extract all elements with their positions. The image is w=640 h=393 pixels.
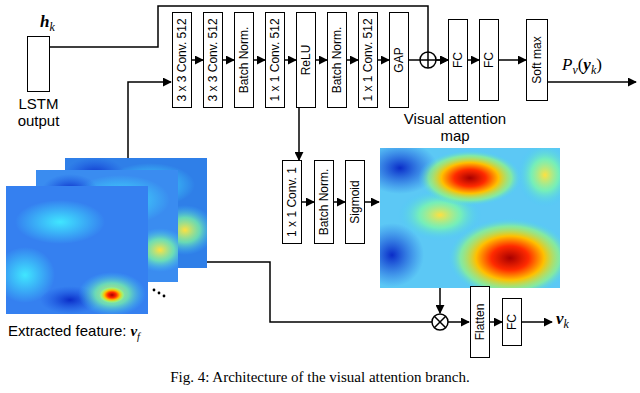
node-text: Soft max (531, 36, 543, 83)
sigmoid-wire (365, 201, 379, 203)
node-text: LSTM output (4, 95, 74, 130)
product-wire (448, 321, 469, 323)
norm-layer: Batch Norm. (314, 160, 334, 244)
label-text: k (591, 63, 596, 77)
fc-layer: FC (479, 19, 499, 101)
node-text: 1 x 1 Conv. 512 (362, 18, 374, 101)
input-wire (128, 82, 171, 158)
feature-caption: Extracted feature:vf (8, 322, 140, 343)
conv-layer: 1 x 1 Conv. 1 (282, 160, 302, 244)
label-text: ) (596, 55, 602, 74)
conv-layer: 3 x 3 Conv. 512 (203, 12, 223, 108)
node-text: Batch Norm. (331, 27, 343, 94)
output-wire (522, 321, 552, 323)
node-text: FC (452, 52, 464, 68)
feature-map (6, 186, 148, 314)
node-text: FC (483, 52, 495, 68)
label-text: k (49, 20, 54, 34)
node-text: Sigmoid (349, 180, 361, 223)
label-text: Extracted feature: (8, 322, 126, 339)
node-text: Batch Norm. (238, 27, 250, 94)
connector-arrow (223, 59, 234, 61)
connector-arrow (499, 59, 526, 61)
node-text: Batch Norm. (318, 169, 330, 236)
feature-wire (207, 262, 432, 322)
fc-layer: FC (502, 298, 522, 346)
label-text: ( (578, 55, 584, 74)
label-text: Visual attention map (404, 110, 506, 144)
activation-layer: ReLU (296, 12, 316, 108)
label-text: h (40, 12, 49, 31)
vector-symbol: hk (40, 12, 55, 35)
output-symbol: Pv(yk) (562, 55, 602, 78)
label-text: v (572, 63, 577, 77)
node-text: GAP (393, 47, 405, 72)
connector-arrow (378, 59, 389, 61)
conv-layer: 1 x 1 Conv. 512 (358, 12, 378, 108)
node-text: 1 x 1 Conv. 1 (286, 167, 298, 237)
connector-arrow (316, 59, 327, 61)
label-text: f (137, 331, 140, 342)
node-text: Flatten (474, 304, 486, 341)
activation-layer: Sigmoid (345, 160, 365, 244)
connector-arrow (468, 59, 479, 61)
node-text: 3 x 3 Conv. 512 (207, 18, 219, 101)
ellipsis-dots (153, 289, 166, 298)
connector-arrow (192, 59, 203, 61)
connector-arrow (302, 201, 314, 203)
label-text: P (562, 55, 572, 74)
label-text: y (583, 55, 591, 74)
map-title: Visual attention map (403, 110, 507, 145)
output-wire (548, 81, 636, 83)
norm-layer: Batch Norm. (234, 12, 254, 108)
flatten-layer: Flatten (470, 286, 490, 358)
pooling-layer: GAP (389, 12, 409, 108)
node-text: 1 x 1 Conv. 512 (269, 18, 281, 101)
node-text: 3 x 3 Conv. 512 (176, 18, 188, 101)
softmax-layer: Soft max (526, 19, 548, 101)
connector-arrow (298, 108, 300, 160)
product-symbol (432, 314, 448, 330)
connector-arrow (285, 59, 296, 61)
conv-layer: 1 x 1 Conv. 512 (265, 12, 285, 108)
node-text: FC (506, 314, 518, 330)
connector-arrow (254, 59, 265, 61)
figure-caption: Fig. 4: Architecture of the visual atten… (0, 368, 640, 386)
map-wire (439, 288, 441, 313)
label-text: k (564, 317, 569, 331)
conv-layer: 3 x 3 Conv. 512 (172, 12, 192, 108)
connector-arrow (347, 59, 358, 61)
vector-symbol: vk (556, 309, 569, 332)
label-text: v (130, 323, 137, 339)
sum-symbol (420, 52, 436, 68)
connector-arrow (334, 201, 345, 203)
lstm-box: LSTM output (27, 36, 50, 92)
fc-layer: FC (448, 19, 468, 101)
label-text: v (556, 309, 564, 328)
node-text: ReLU (300, 45, 312, 76)
connector-arrow (490, 321, 502, 323)
norm-layer: Batch Norm. (327, 12, 347, 108)
attention-map (380, 148, 560, 288)
